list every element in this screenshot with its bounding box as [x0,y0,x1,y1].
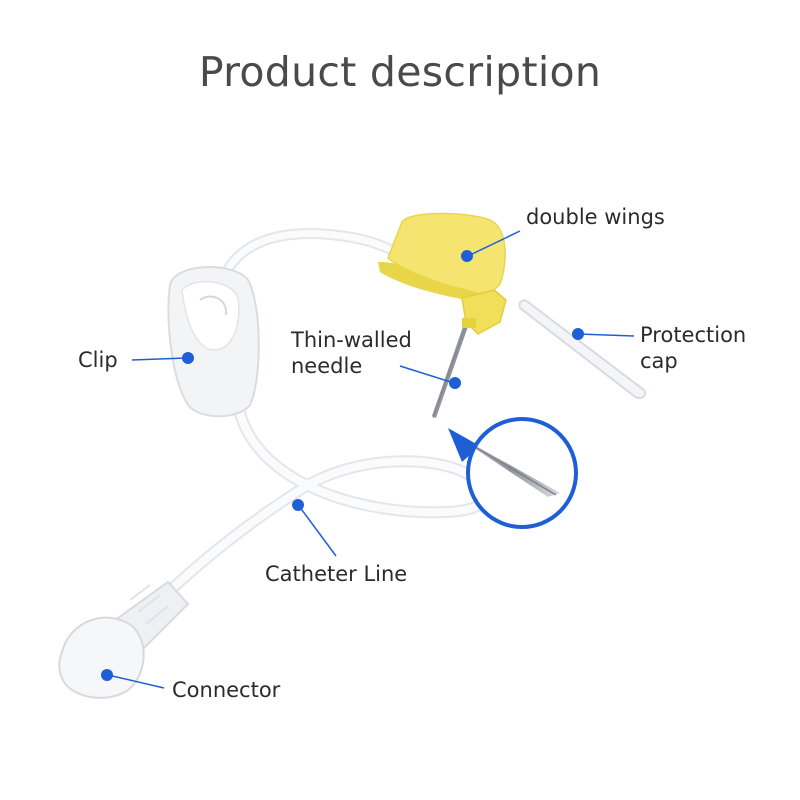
protection-cap-part [518,299,646,400]
label-thin-walled-line2: needle [291,354,363,378]
label-connector: Connector [172,678,281,702]
label-protection-cap: Protection cap [640,322,746,374]
callout-dot [449,377,461,389]
connector-part [58,580,190,699]
label-thin-walled-line1: Thin-walled [291,328,412,352]
double-wings-part [378,212,507,335]
callout-dot [461,250,473,262]
callout-double-wings [461,230,521,262]
callout-clip [131,352,194,364]
label-protection-line2: cap [640,349,678,373]
callout-connector [101,669,165,689]
page-title: Product description [198,48,602,96]
callout-dot [182,352,194,364]
callout-dot [101,669,113,681]
callout-dot [572,328,584,340]
tube-upper-loop [216,228,418,288]
callout-protection-cap [572,328,635,340]
needle-zoom-detail [448,417,578,529]
callout-thin-walled-needle [399,365,461,389]
callout-dot [292,499,304,511]
clip-part [167,266,260,418]
label-protection-line1: Protection [640,323,747,347]
label-clip: Clip [78,348,118,372]
label-double-wings: double wings [526,205,665,229]
needle-part [432,317,471,419]
label-thin-walled-needle: Thin-walled needle [291,327,412,379]
label-catheter-line: Catheter Line [265,562,408,586]
callout-catheter-line [292,499,337,557]
